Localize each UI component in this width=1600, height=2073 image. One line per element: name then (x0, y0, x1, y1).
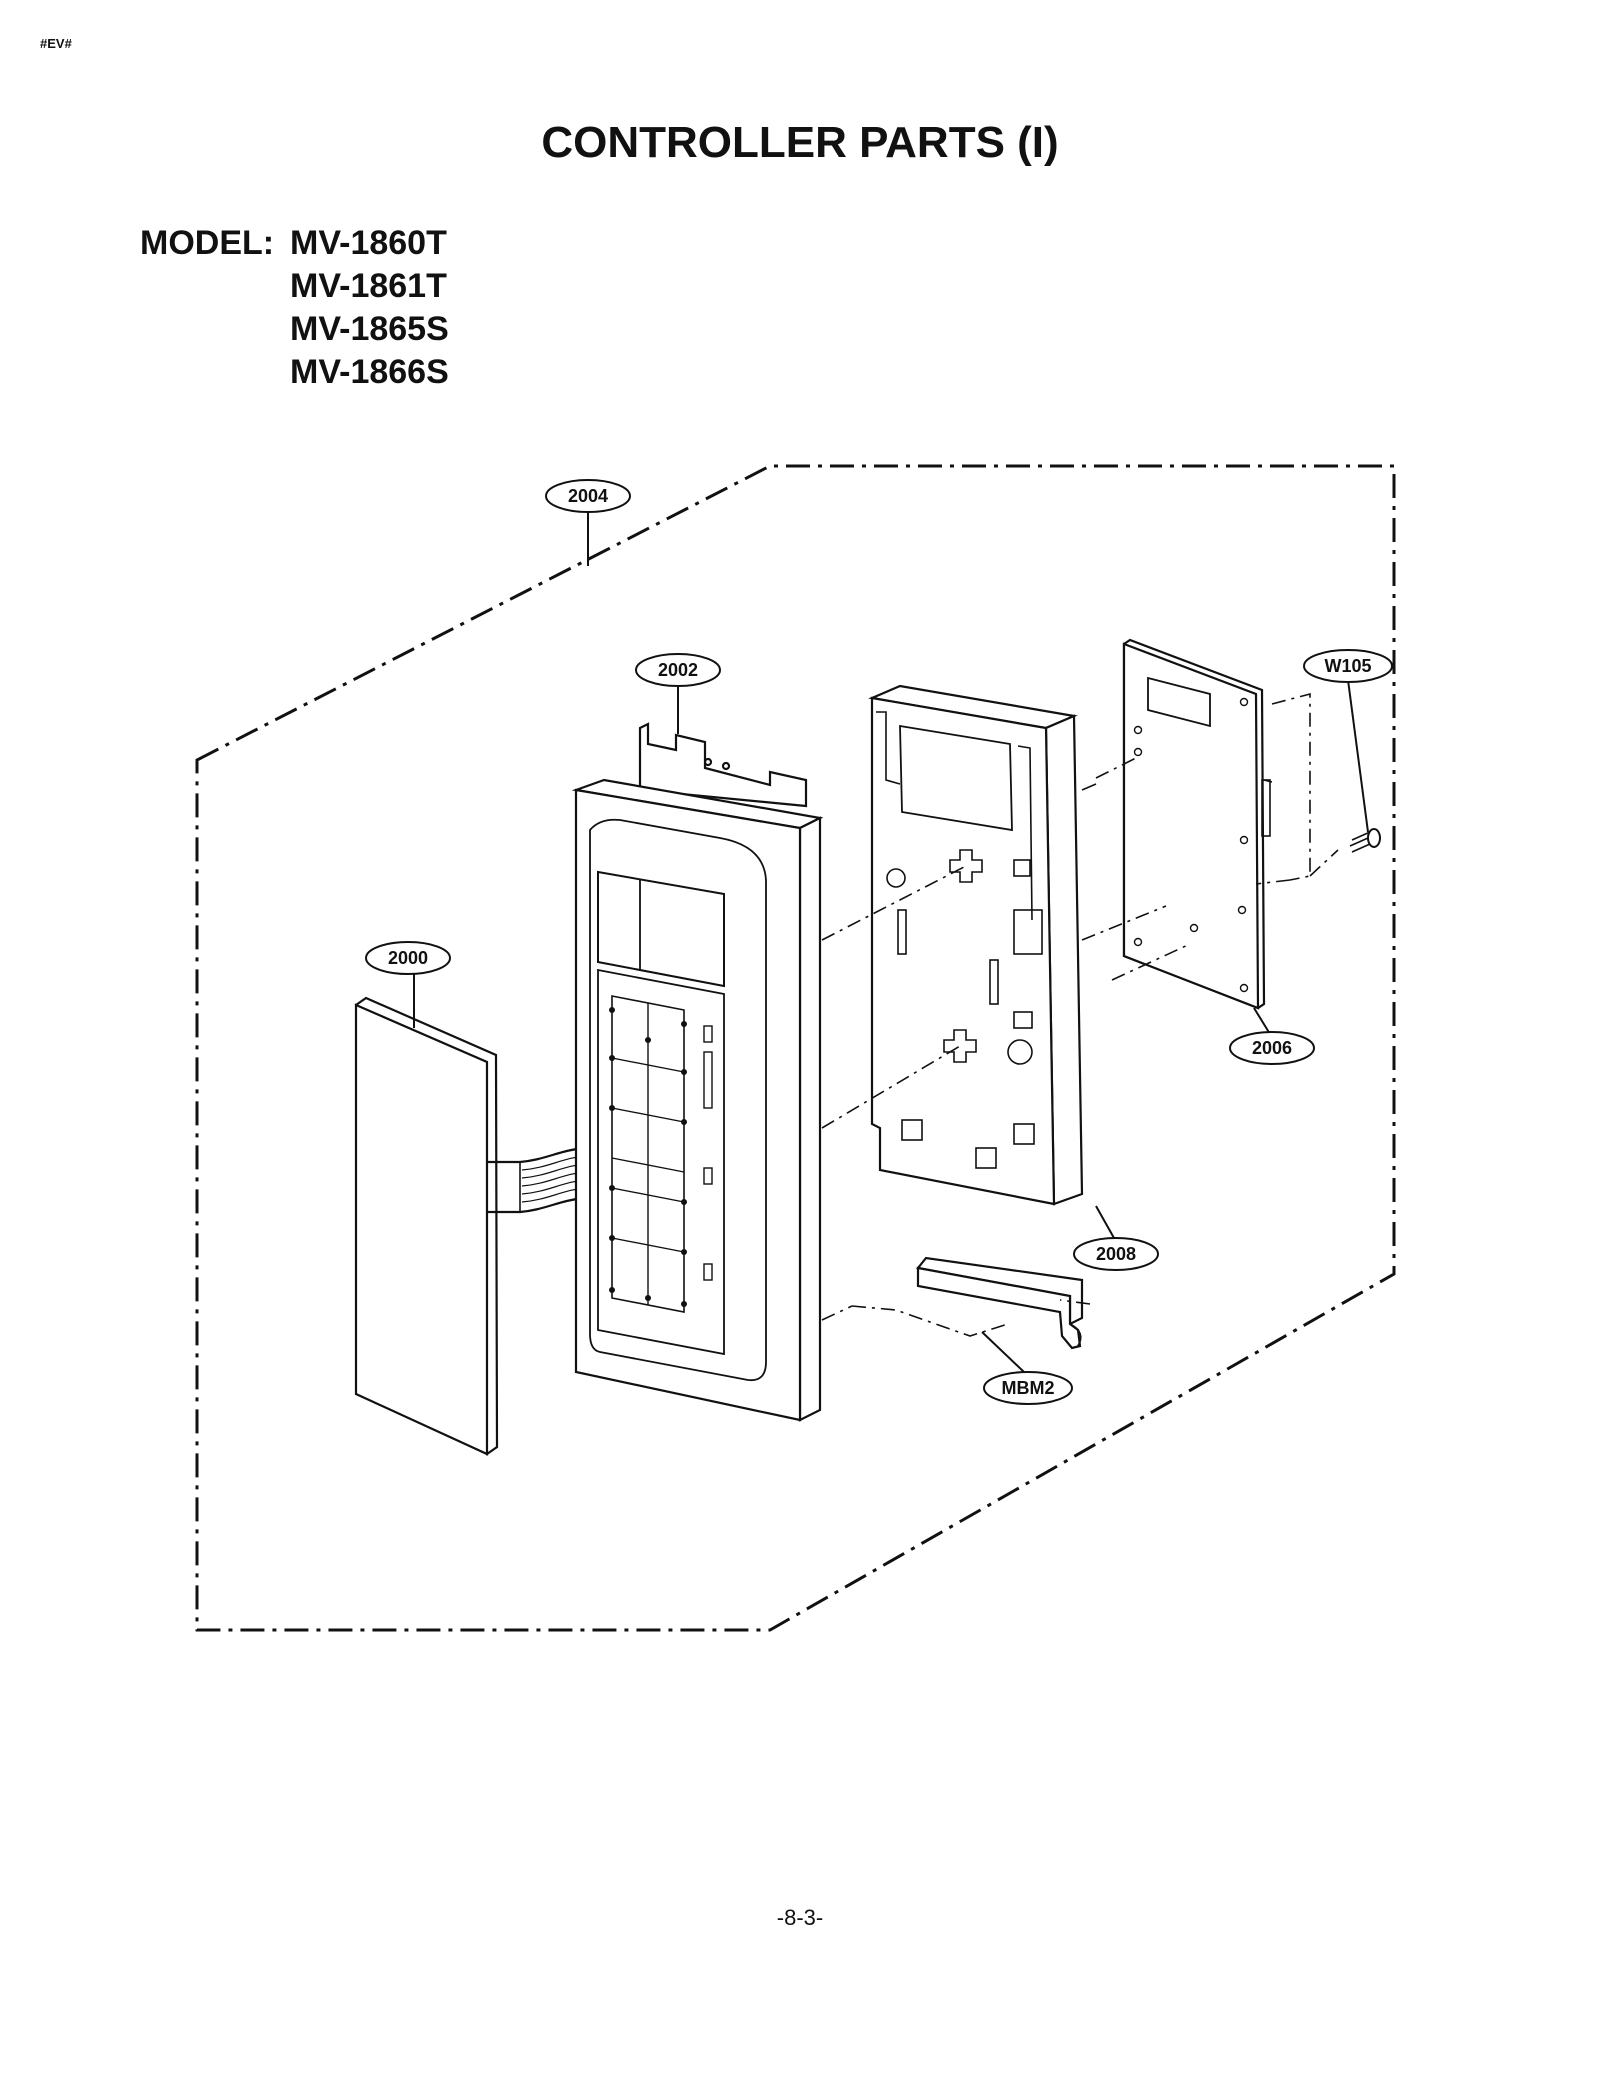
callout-2000: 2000 (365, 941, 451, 975)
page-title: CONTROLLER PARTS (I) (541, 118, 1059, 167)
pcb-part (1122, 638, 1273, 1010)
callout-leaders (413, 510, 1369, 1373)
callout-mbm2: MBM2 (983, 1371, 1073, 1405)
pcb-bracket-part (868, 684, 1097, 1206)
document-code: #EV# (40, 36, 72, 51)
model-number: MV-1861T (290, 267, 447, 305)
callout-2008: 2008 (1073, 1237, 1159, 1271)
panel-frame-part (571, 722, 824, 1422)
svg-text:2006: 2006 (1252, 1038, 1292, 1058)
model-number: MV-1865S (290, 310, 449, 348)
svg-text:MBM2: MBM2 (1002, 1378, 1055, 1398)
model-row: MV-1866S (140, 351, 449, 394)
svg-text:W105: W105 (1324, 656, 1371, 676)
model-row: MODEL: MV-1860T (140, 222, 449, 265)
screw-part (1349, 828, 1381, 853)
svg-text:2000: 2000 (388, 948, 428, 968)
spring-clip-part (915, 1256, 1084, 1350)
model-list: MODEL: MV-1860T MV-1861T MV-1865S MV-186… (140, 222, 449, 394)
callout-2006: 2006 (1229, 1031, 1315, 1065)
model-row: MV-1865S (140, 308, 449, 351)
membrane-keypad-part (354, 996, 586, 1456)
svg-text:2008: 2008 (1096, 1244, 1136, 1264)
assembly-guides (821, 692, 1339, 1337)
model-label: MODEL: (140, 224, 275, 262)
model-number: MV-1860T (290, 224, 447, 262)
model-number: MV-1866S (290, 353, 449, 391)
callout-w105: W105 (1303, 649, 1393, 683)
svg-text:2002: 2002 (658, 660, 698, 680)
model-row: MV-1861T (140, 265, 449, 308)
assembly-boundary (195, 464, 1396, 1632)
page-number: -8-3- (776, 1905, 824, 1930)
callout-2002: 2002 (635, 653, 721, 687)
callout-2004: 2004 (545, 479, 631, 513)
svg-text:2004: 2004 (568, 486, 608, 506)
